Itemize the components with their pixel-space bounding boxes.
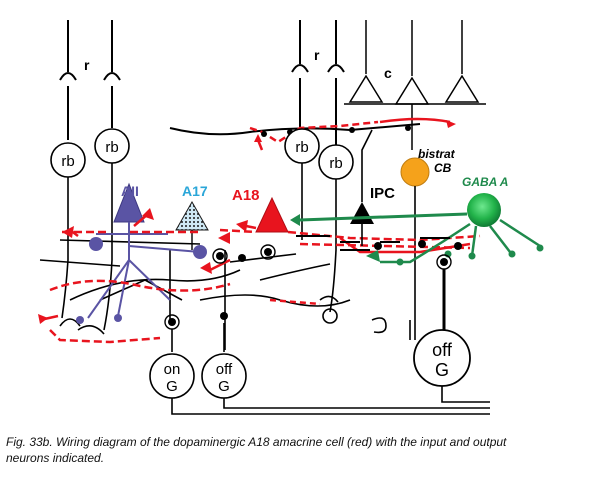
off-g-large-label-2: G: [435, 360, 449, 380]
rb-label-2: rb: [105, 139, 118, 156]
on-g-label-2: G: [166, 378, 178, 395]
bistrat-label: bistrat: [418, 147, 456, 161]
off-g-small-label-2: G: [218, 378, 230, 395]
rod-label-left: r: [84, 57, 90, 73]
off-g-large-label-1: off: [432, 340, 453, 360]
bistratified-cone-bipolar: [400, 157, 430, 340]
aii-amacrine: [76, 182, 207, 324]
on-ganglion-cell: [149, 329, 195, 410]
off-ganglion-cell-small: [201, 323, 247, 404]
cb-label: CB: [434, 161, 452, 175]
caption-line-2: neurons indicated.: [6, 451, 105, 465]
synaptic-contacts: [168, 240, 462, 326]
cone-photoreceptors: [344, 20, 486, 150]
ipl-bars-right: [296, 235, 450, 251]
rb-label-4: rb: [329, 155, 342, 172]
a18-wiring-diagram: r r c rb rb rb rb: [38, 20, 544, 415]
gaba-a-amacrine: [290, 193, 544, 266]
optic-nerve-axons: [171, 398, 490, 415]
aii-label: AII: [121, 183, 139, 199]
ipc-label: IPC: [370, 185, 395, 202]
rb-label-3: rb: [295, 139, 308, 156]
cone-label: c: [384, 65, 392, 81]
synaptic-contact-rings: [164, 244, 452, 330]
caption-line-1: Fig. 33b. Wiring diagram of the dopamine…: [6, 435, 507, 449]
figure-caption: Fig. 33b. Wiring diagram of the dopamine…: [6, 434, 606, 466]
rb-label-1: rb: [61, 153, 74, 170]
off-ganglion-cell-large: [413, 269, 471, 398]
off-g-small-label-1: off: [216, 361, 233, 378]
rod-label-right: r: [314, 47, 320, 63]
gaba-label: GABA A: [462, 175, 508, 189]
a17-label: A17: [182, 183, 208, 199]
rod-bipolar-cells: [50, 128, 354, 180]
a17-amacrine: [175, 200, 209, 250]
on-g-label-1: on: [164, 361, 181, 378]
rb-axons: [61, 163, 339, 331]
a18-amacrine: [38, 196, 481, 344]
amacrine-processes-black: [39, 239, 411, 350]
a18-label: A18: [232, 187, 260, 204]
rod-photoreceptors: [59, 20, 345, 146]
